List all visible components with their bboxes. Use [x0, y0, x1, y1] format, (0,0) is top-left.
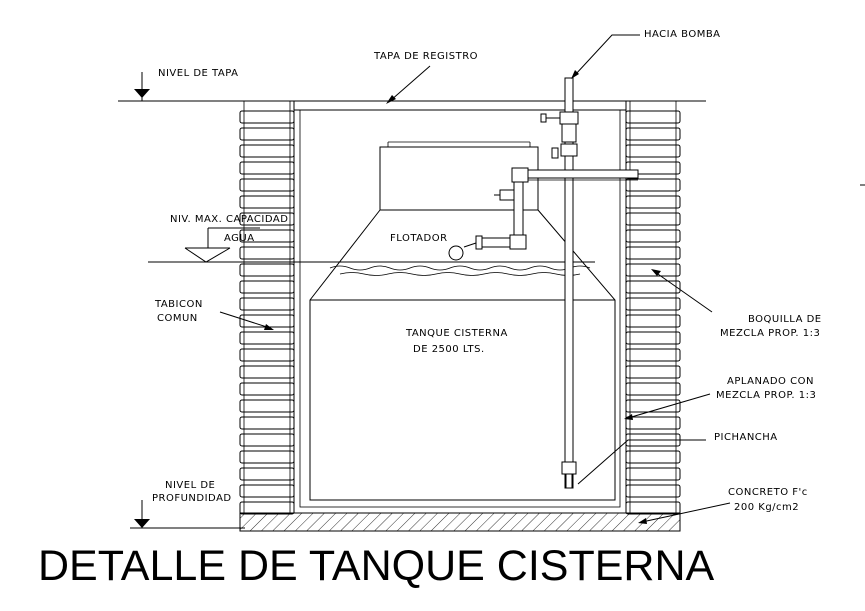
brick: [239, 195, 295, 209]
label-tanque-2: DE 2500 LTS.: [413, 344, 485, 355]
brick: [239, 110, 295, 124]
label-tabicon-2: COMUN: [157, 313, 198, 324]
label-aplanado-2: MEZCLA PROP. 1:3: [716, 390, 816, 401]
nivel-profundidad-marker: [130, 500, 245, 529]
brick: [239, 127, 295, 141]
max-level-marker: [184, 227, 260, 263]
leader-arrows: [219, 34, 865, 524]
brick: [239, 297, 295, 311]
brick: [625, 450, 681, 464]
label-nivel-prof-1: NIVEL DE: [165, 480, 215, 491]
float-ball: [448, 245, 464, 261]
brick: [625, 484, 681, 498]
brick: [625, 416, 681, 430]
label-tanque-1: TANQUE CISTERNA: [405, 328, 508, 339]
brick: [239, 161, 295, 175]
label-nivel-prof-2: PROFUNDIDAD: [152, 493, 232, 504]
brick: [625, 365, 681, 379]
label-hacia-bomba: HACIA BOMBA: [644, 29, 721, 40]
brick: [625, 280, 681, 294]
brick: [625, 297, 681, 311]
brick: [239, 348, 295, 362]
brick: [625, 246, 681, 260]
label-niv-max-1: NIV. MAX. CAPACIDAD: [170, 214, 288, 225]
brick: [239, 467, 295, 481]
label-niv-max-2: AGUA: [224, 233, 255, 244]
drawing-title: DETALLE DE TANQUE CISTERNA: [38, 542, 715, 590]
brick: [625, 348, 681, 362]
concrete-slab: [239, 512, 681, 532]
label-boquilla-2: MEZCLA PROP. 1:3: [720, 328, 820, 339]
brick: [239, 484, 295, 498]
label-flotador: FLOTADOR: [390, 233, 448, 244]
label-nivel-tapa: NIVEL DE TAPA: [158, 68, 238, 79]
brick: [239, 178, 295, 192]
brick: [239, 433, 295, 447]
label-pichancha: PICHANCHA: [714, 432, 778, 443]
brick: [239, 501, 295, 515]
brick: [625, 178, 681, 192]
brick: [625, 467, 681, 481]
brick: [625, 195, 681, 209]
brick: [625, 127, 681, 141]
plaster-lining: [299, 109, 621, 508]
label-concreto-1: CONCRETO F'c: [728, 487, 808, 498]
brick: [625, 382, 681, 396]
brick: [239, 280, 295, 294]
inlet-pipe: [463, 167, 639, 250]
brick: [625, 331, 681, 345]
label-boquilla-1: BOQUILLA DE: [748, 314, 822, 325]
brick: [239, 450, 295, 464]
water-level-line: [148, 261, 595, 276]
brick: [239, 365, 295, 379]
brick: [625, 229, 681, 243]
label-tapa-registro: TAPA DE REGISTRO: [373, 51, 478, 62]
brick: [625, 314, 681, 328]
brick: [239, 399, 295, 413]
supply-pipe: [540, 77, 579, 489]
label-concreto-2: 200 Kg/cm2: [734, 502, 799, 513]
brick: [625, 144, 681, 158]
label-tabicon-1: TABICON: [154, 299, 203, 310]
brick-wall-right: [625, 101, 681, 515]
brick: [625, 501, 681, 515]
label-aplanado-1: APLANADO CON: [727, 376, 814, 387]
brick: [239, 416, 295, 430]
brick: [239, 246, 295, 260]
brick: [239, 382, 295, 396]
nivel-tapa-marker: [134, 72, 150, 101]
brick: [239, 331, 295, 345]
brick: [625, 212, 681, 226]
brick: [239, 144, 295, 158]
brick: [239, 263, 295, 277]
brick-wall-left: [239, 101, 295, 515]
registry-lid: [293, 100, 627, 111]
brick: [625, 110, 681, 124]
